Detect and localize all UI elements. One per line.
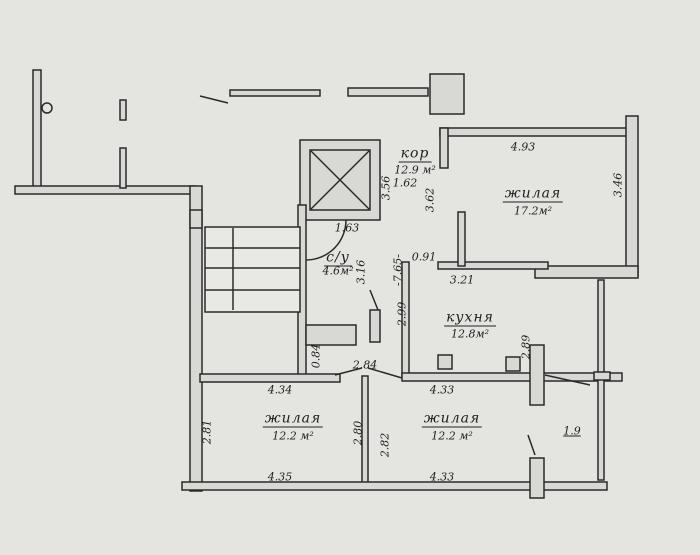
dimension-label: 2.89	[519, 334, 533, 360]
living-room-right-label: жилая	[421, 410, 483, 428]
dimension-label: 3.16	[354, 259, 368, 285]
dimension-label: 3.62	[423, 187, 437, 213]
dimension-label: 1.62	[392, 176, 418, 190]
kitchen-label: кухня	[444, 309, 496, 327]
dimension-label: 1.63	[334, 221, 360, 235]
balcony-area: 1.9	[563, 424, 581, 438]
dimension-label: 2.99	[395, 301, 409, 327]
living-room-left-area: 12.2 м²	[272, 429, 314, 443]
dimension-label: 4.33	[429, 383, 455, 397]
corridor-label: кор	[398, 145, 432, 163]
kitchen-area: 12.8м²	[450, 327, 490, 341]
dimension-label: 3.21	[449, 273, 475, 287]
living-room-top-label: жилая	[502, 185, 564, 203]
dimension-label: 4.35	[267, 470, 293, 484]
dimension-label: 2.80	[351, 420, 365, 446]
dimension-label: 3.56	[379, 175, 393, 201]
dimension-label: 2.82	[378, 432, 392, 458]
living-room-right-area: 12.2 м²	[431, 429, 473, 443]
dimension-label: 2.81	[200, 419, 214, 445]
dimension-label: 4.34	[267, 383, 293, 397]
corridor-area: 12.9 м²	[394, 163, 436, 177]
walls	[14, 69, 639, 499]
dimension-label: 4.93	[510, 140, 536, 154]
living-room-left-label: жилая	[262, 410, 324, 428]
living-room-top-area: 17.2м²	[513, 204, 553, 218]
dimension-label: 3.46	[611, 172, 625, 198]
dimension-label: -7.65-	[391, 254, 405, 286]
bathroom-label: с/у	[324, 249, 352, 267]
dimension-label: 0.91	[411, 250, 437, 264]
dimension-label: 2.84	[352, 358, 378, 372]
dimension-label: 0.84	[309, 343, 323, 369]
bathroom-area: 4.6м²	[322, 264, 354, 278]
dimension-label: 4.33	[429, 470, 455, 484]
